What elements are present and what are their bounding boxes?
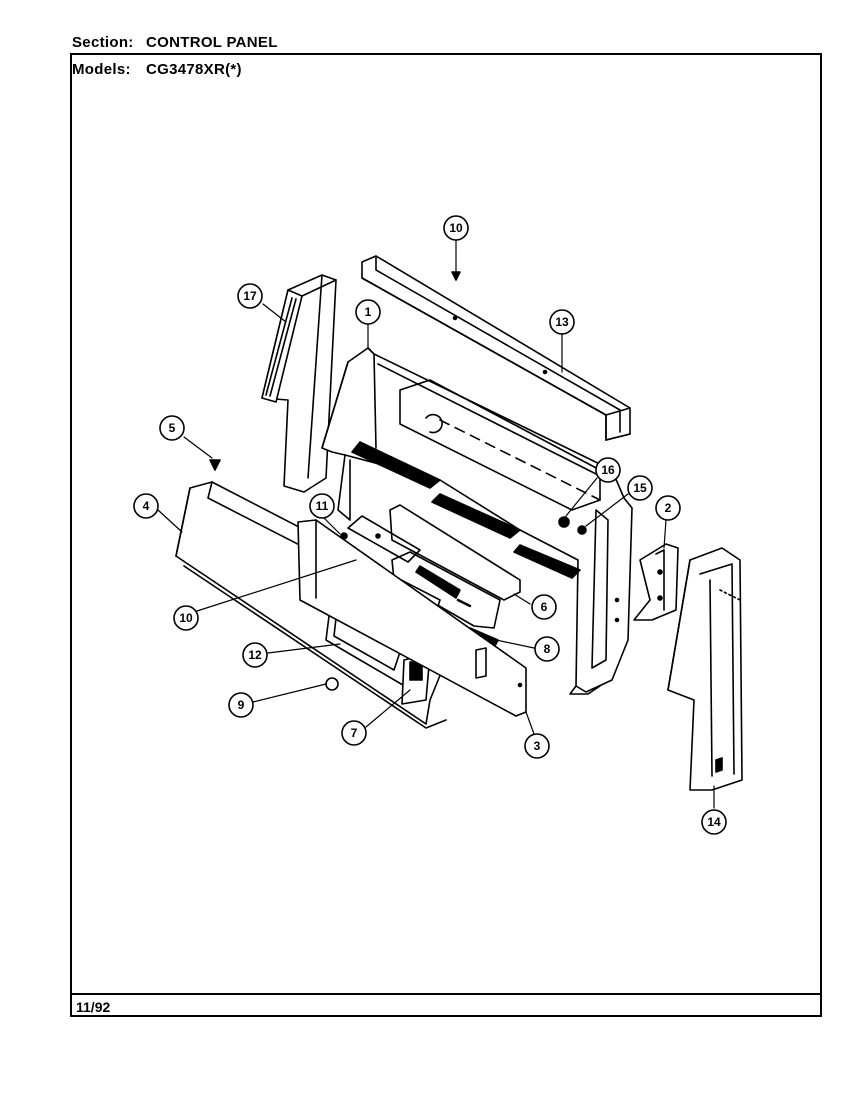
callout-c9: 9: [228, 692, 254, 718]
fasteners: [209, 271, 587, 691]
screw-10-top: [451, 271, 461, 281]
callout-c7: 7: [341, 720, 367, 746]
models-value: CG3478XR(*): [146, 61, 242, 78]
callout-c1: 1: [355, 299, 381, 325]
grommet-16: [558, 516, 570, 528]
knob-9: [325, 677, 339, 691]
callout-c2: 2: [655, 495, 681, 521]
callout-label: 11: [316, 499, 329, 513]
callout-c12: 12: [242, 642, 268, 668]
callout-label: 3: [534, 739, 541, 753]
callout-label: 2: [665, 501, 672, 515]
callout-label: 12: [248, 648, 262, 662]
callout-c6: 6: [531, 594, 557, 620]
callout-label: 9: [238, 698, 245, 712]
callout-label: 8: [544, 642, 551, 656]
leader-lines: [157, 239, 715, 809]
clip-11: [340, 532, 348, 540]
callout-c10a: 10: [443, 215, 469, 241]
callout-c17: 17: [237, 283, 263, 309]
section-label: Section:: [72, 34, 134, 51]
callout-label: 1: [365, 305, 372, 319]
revision-date: 11/92: [76, 999, 111, 1015]
models-header: Models: CG3478XR(*): [72, 61, 242, 78]
models-label: Models:: [72, 61, 131, 78]
part-left-end-cap: [261, 274, 337, 493]
part-display-board: [389, 504, 521, 629]
callout-label: 16: [601, 463, 615, 477]
screw-5: [209, 459, 221, 471]
part-backguard-frame: [321, 347, 633, 695]
callout-c10b: 10: [173, 605, 199, 631]
diagram-frame: [70, 53, 822, 1017]
callout-label: 10: [179, 611, 193, 625]
callout-c15: 15: [627, 475, 653, 501]
callout-c3: 3: [524, 733, 550, 759]
section-header: Section: CONTROL PANEL: [72, 34, 278, 51]
callout-c14: 14: [701, 809, 727, 835]
callout-label: 10: [449, 221, 463, 235]
callout-label: 17: [243, 289, 257, 303]
callout-label: 5: [169, 421, 176, 435]
callout-label: 14: [707, 815, 721, 829]
section-value: CONTROL PANEL: [146, 34, 278, 51]
part-small-bracket: [633, 543, 679, 621]
callout-label: 15: [633, 481, 647, 495]
part-right-end-cap: [667, 547, 743, 791]
callout-label: 7: [351, 726, 358, 740]
part-top-trim: [361, 255, 631, 441]
callout-c4: 4: [133, 493, 159, 519]
callout-label: 4: [143, 499, 150, 513]
footer-divider: [72, 993, 822, 995]
callout-label: 6: [541, 600, 548, 614]
callout-label: 13: [555, 315, 569, 329]
callout-c13: 13: [549, 309, 575, 335]
callout-c16: 16: [595, 457, 621, 483]
callout-c8: 8: [534, 636, 560, 662]
callout-c11: 11: [309, 493, 335, 519]
callout-c5: 5: [159, 415, 185, 441]
screw-15: [577, 525, 587, 535]
